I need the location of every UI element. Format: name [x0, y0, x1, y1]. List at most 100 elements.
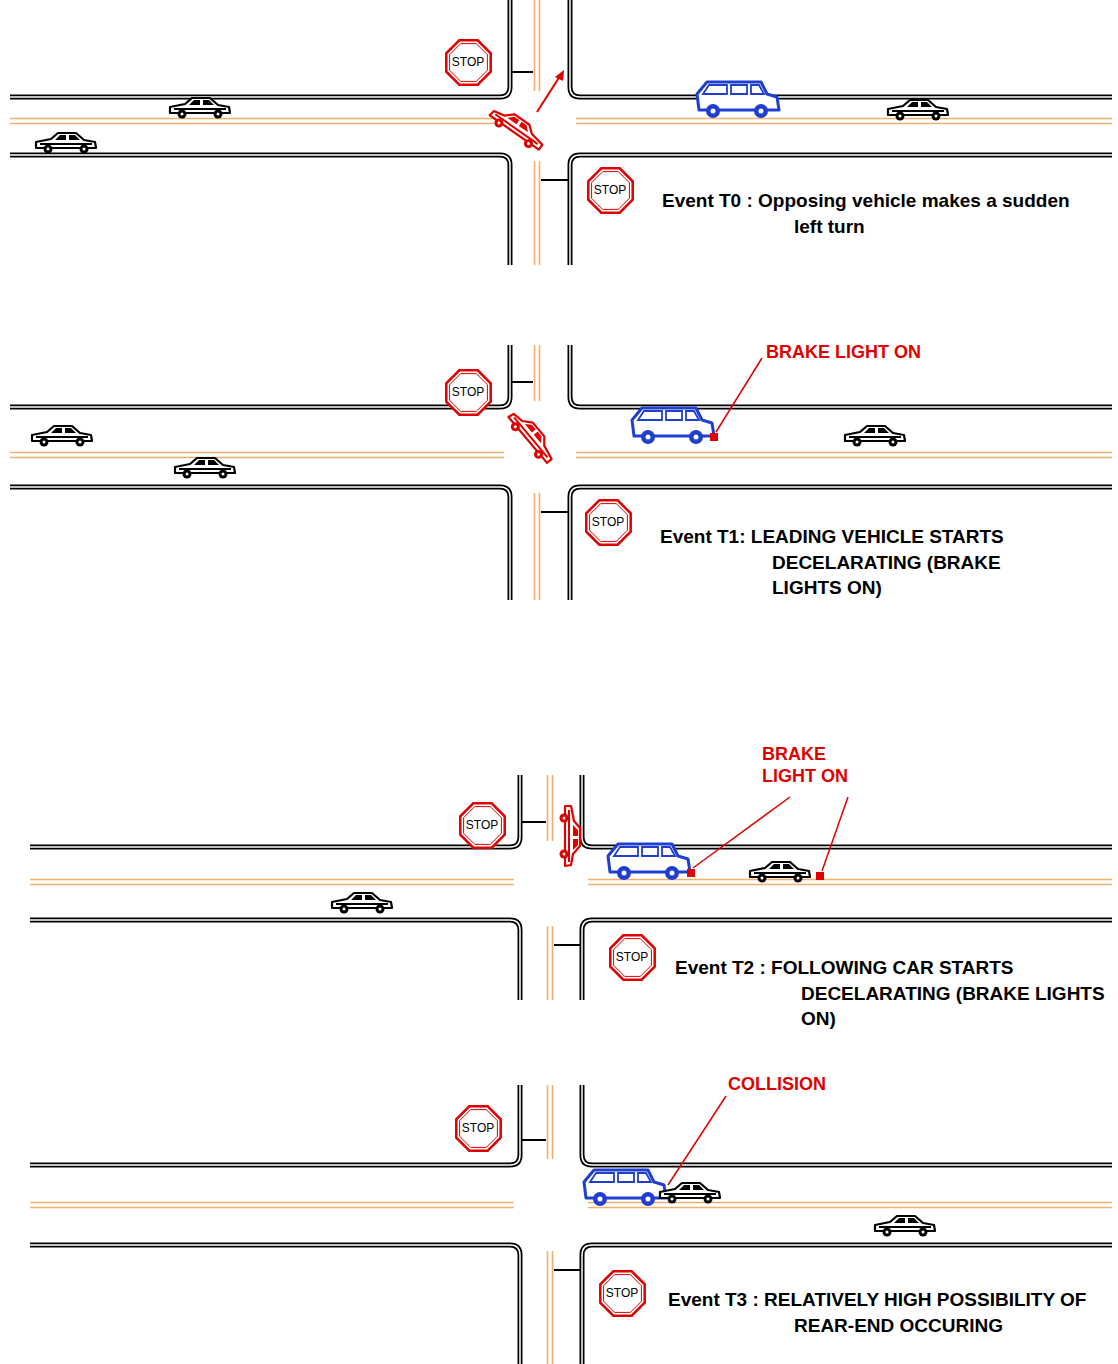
centre-line [534, 161, 536, 265]
car-icon [888, 100, 948, 121]
road-edge-gap [582, 1245, 1112, 1364]
road-edge-gap [10, 487, 510, 600]
brake-light [687, 869, 695, 877]
stop-line [512, 381, 533, 383]
road-edge [10, 155, 510, 265]
sign-text: STOP [592, 516, 624, 528]
centre-line [30, 879, 514, 881]
suv-icon [584, 1170, 666, 1206]
centre-line [547, 775, 549, 841]
centre-line [552, 775, 554, 841]
road-edge [30, 920, 520, 1000]
centre-line [539, 493, 541, 600]
callout-label: COLLISION [728, 1074, 890, 1096]
car-icon [660, 1183, 720, 1204]
stop-sign: STOP [597, 1268, 648, 1319]
stop-sign: STOP [443, 367, 494, 418]
sign-text: STOP [466, 819, 498, 831]
centre-line [30, 884, 514, 886]
centre-line [10, 123, 504, 125]
intersection-roads [10, 0, 1112, 265]
callout-label: BRAKE LIGHT ON [766, 342, 968, 364]
brake-light [710, 433, 718, 441]
centre-line [552, 926, 554, 1000]
event-caption: Event T0 : Opposing vehicle makes a sudd… [662, 188, 1102, 239]
road-edge [582, 1085, 1112, 1165]
centre-line [539, 345, 541, 401]
car-icon [175, 458, 235, 479]
centre-line [576, 457, 1112, 459]
road-edge-gap [30, 775, 520, 847]
road-edge-gap [570, 0, 1112, 97]
centre-line [576, 452, 1112, 454]
road-edge [582, 1245, 1112, 1364]
sign-text: STOP [452, 386, 484, 398]
road-edge [10, 0, 510, 97]
stop-sign: STOP [607, 932, 658, 983]
car-icon [32, 426, 92, 447]
road-edge-gap [570, 487, 1112, 600]
leader-line [668, 1096, 726, 1185]
centre-line [576, 118, 1112, 120]
centre-line [539, 0, 541, 91]
road-edge-gap [30, 920, 520, 1000]
event-caption: Event T3 : RELATIVELY HIGH POSSIBILITY O… [668, 1287, 1098, 1338]
car-icon [36, 133, 96, 154]
road-edge [570, 487, 1112, 600]
centre-line [588, 884, 1112, 886]
stop-sign: STOP [443, 37, 494, 88]
road-edge-gap [30, 1085, 520, 1165]
intersection-roads [10, 345, 1112, 600]
road-edge-gap [30, 1245, 520, 1364]
centre-line [30, 1207, 514, 1209]
event-caption: Event T1: LEADING VEHICLE STARTS DECELAR… [660, 524, 1025, 601]
car-icon [332, 893, 392, 914]
road-edge-gap [10, 0, 510, 97]
road-edge [30, 775, 520, 847]
road-edge [30, 1085, 520, 1165]
car-icon [560, 806, 581, 866]
car-icon [875, 1216, 935, 1237]
stop-line [554, 944, 580, 946]
turn-path [537, 76, 560, 112]
road-edge-gap [10, 155, 510, 265]
brake-light [816, 872, 824, 880]
sign-text: STOP [606, 1287, 638, 1299]
centre-line [534, 493, 536, 600]
event-caption: Event T2 : FOLLOWING CAR STARTS DECELARA… [675, 955, 1105, 1032]
stop-line [522, 821, 546, 823]
centre-line [547, 1251, 549, 1364]
centre-line [552, 1251, 554, 1364]
road-edge [570, 155, 1112, 265]
leader-line [716, 358, 762, 432]
stop-line [512, 71, 533, 73]
suv-icon [632, 408, 714, 444]
road-edge [10, 487, 510, 600]
sign-text: STOP [452, 56, 484, 68]
suv-icon [697, 82, 779, 118]
centre-line [10, 118, 504, 120]
stop-sign: STOP [583, 497, 634, 548]
car-icon [750, 862, 810, 883]
sign-text: STOP [616, 951, 648, 963]
road-edge-gap [10, 345, 510, 407]
centre-line [588, 879, 1112, 881]
stop-line [554, 1269, 580, 1271]
sign-text: STOP [462, 1122, 494, 1134]
stop-sign: STOP [585, 165, 636, 216]
stop-sign: STOP [453, 1103, 504, 1154]
centre-line [588, 1202, 1112, 1204]
sign-text: STOP [594, 184, 626, 196]
centre-line [552, 1085, 554, 1159]
centre-line [588, 1207, 1112, 1209]
stop-line [541, 511, 568, 513]
car-icon [504, 407, 558, 466]
road-edge [30, 1245, 520, 1364]
centre-line [539, 161, 541, 265]
centre-line [547, 1085, 549, 1159]
leader-line [822, 797, 848, 871]
centre-line [534, 0, 536, 91]
stop-line [541, 179, 568, 181]
